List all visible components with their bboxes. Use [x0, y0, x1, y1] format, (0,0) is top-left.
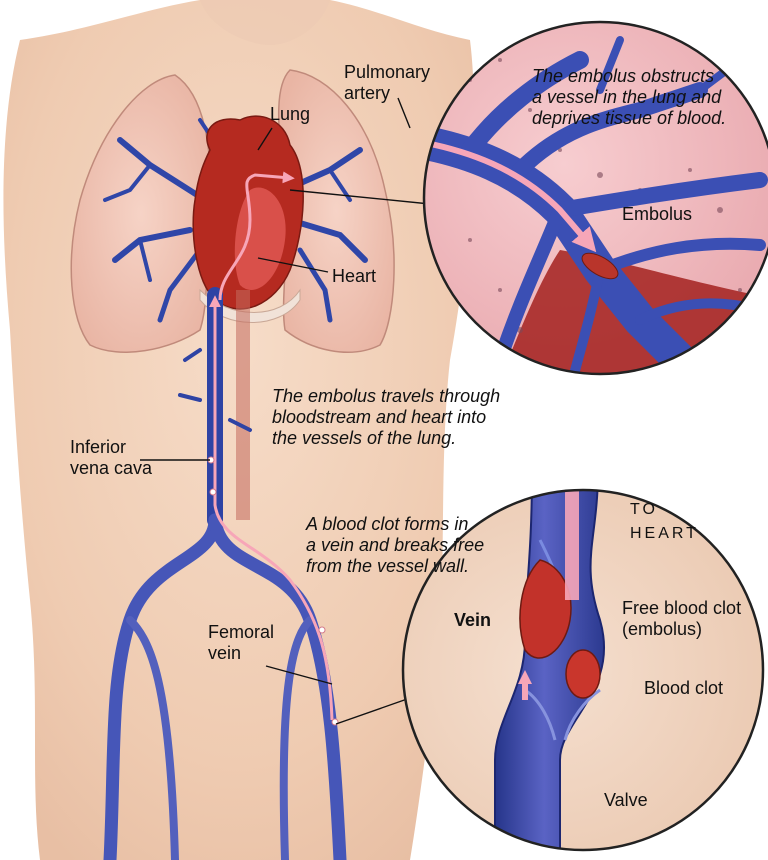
lung-vessels [103, 118, 368, 323]
flow-path [209, 171, 334, 721]
label-free-blood-clot: Free blood clot (embolus) [622, 598, 742, 639]
caption-lung-obstruction: The embolus obstructs a vessel in the lu… [532, 66, 727, 128]
heart [192, 115, 304, 323]
caption-embolus-travels: The embolus travels through bloodstream … [272, 386, 501, 448]
label-femoral-vein: Femoral vein [208, 622, 275, 663]
label-inferior-vena-cava: Inferior vena cava [70, 437, 153, 478]
label-lung: Lung [270, 104, 311, 124]
label-pulmonary-artery: Pulmonary artery [344, 62, 431, 103]
lung-magnified-view [424, 22, 768, 374]
label-vein: Vein [454, 610, 492, 630]
vein-magnified-view [403, 490, 763, 850]
caption-clot-forms: A blood clot forms in a vein and breaks … [306, 514, 485, 576]
label-valve: Valve [604, 790, 648, 810]
label-embolus: Embolus [622, 204, 693, 224]
label-to-heart: TO HEART [630, 501, 699, 542]
label-blood-clot: Blood clot [644, 678, 724, 698]
label-heart: Heart [332, 266, 377, 286]
